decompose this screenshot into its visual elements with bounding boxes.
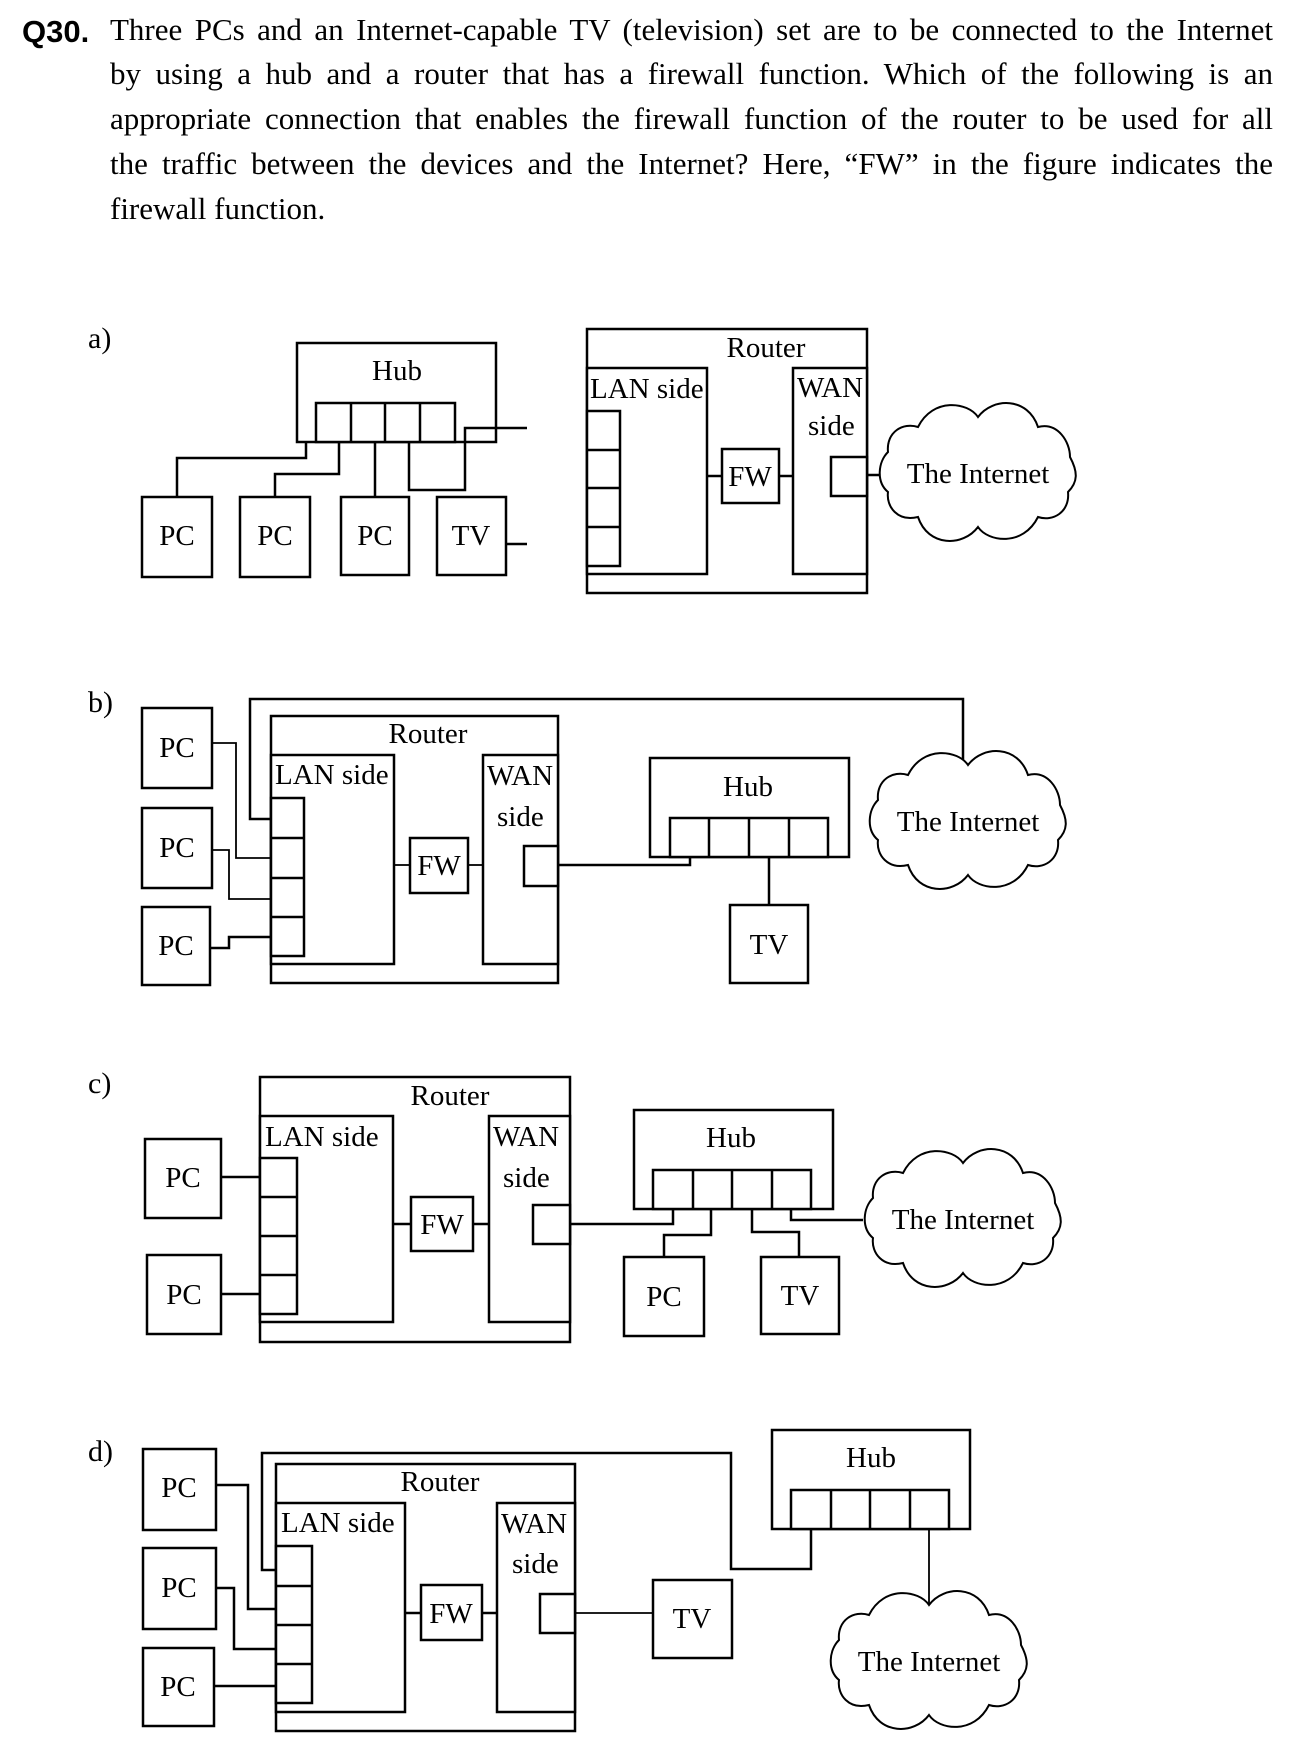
question-number: Q30.: [22, 14, 90, 49]
pc-b-1: PC: [140, 706, 214, 790]
svg-text:Router: Router: [389, 718, 468, 750]
option-c-label: c): [88, 1067, 111, 1100]
hub-c: Hub: [632, 1108, 835, 1211]
svg-text:Router: Router: [411, 1080, 490, 1112]
svg-text:PC: PC: [160, 1671, 195, 1703]
hub-label: Hub: [372, 355, 422, 387]
pc-d-3: PC: [141, 1646, 216, 1728]
router-a: Router LAN side WAN side FW: [585, 327, 869, 595]
internet-cloud-d: The Internet: [829, 1590, 1028, 1730]
svg-text:Router: Router: [401, 1466, 480, 1498]
question-text-line-3: appropriate connection that enables the …: [110, 101, 1273, 136]
tv-a: TV: [435, 495, 508, 577]
option-d-label: d): [88, 1435, 113, 1468]
tv-b: TV: [728, 903, 810, 985]
fw-label: FW: [728, 461, 772, 493]
pc-c-3: PC: [622, 1255, 706, 1338]
svg-text:TV: TV: [781, 1280, 820, 1312]
svg-text:FW: FW: [420, 1209, 464, 1241]
router-d: Router LAN side WAN side FW: [274, 1462, 577, 1733]
option-a-label: a): [88, 322, 111, 355]
svg-text:side: side: [512, 1548, 559, 1580]
svg-text:Router: Router: [727, 332, 806, 364]
svg-text:PC: PC: [159, 832, 194, 864]
svg-text:FW: FW: [429, 1598, 473, 1630]
question-text-line-1: Three PCs and an Internet-capable TV (te…: [110, 12, 1273, 47]
pc-b-2: PC: [140, 806, 214, 890]
pc-a-1: PC: [140, 495, 214, 579]
svg-text:TV: TV: [673, 1603, 712, 1635]
hub-a: Hub: [295, 341, 498, 444]
svg-text:PC: PC: [357, 520, 392, 552]
option-b[interactable]: b) PC PC PC Router LAN side WAN side FW: [88, 686, 1067, 987]
svg-text:The Internet: The Internet: [858, 1646, 1001, 1678]
svg-text:PC: PC: [158, 930, 193, 962]
question-text-line-4: the traffic between the devices and the …: [110, 146, 1273, 181]
router-b: Router LAN side WAN side FW: [269, 714, 560, 985]
svg-text:The Internet: The Internet: [892, 1204, 1035, 1236]
pc-d-2: PC: [141, 1546, 218, 1631]
svg-text:PC: PC: [161, 1572, 196, 1604]
svg-text:FW: FW: [417, 850, 461, 882]
option-c[interactable]: c) PC PC Router LAN side WAN side FW Hub: [88, 1067, 1062, 1344]
svg-text:WAN: WAN: [501, 1508, 567, 1540]
hub-d: Hub: [770, 1428, 972, 1531]
svg-text:Hub: Hub: [723, 771, 773, 803]
svg-text:WAN: WAN: [493, 1121, 559, 1153]
tv-c: TV: [759, 1255, 841, 1336]
question-text-line-2: by using a hub and a router that has a f…: [110, 56, 1273, 91]
option-a[interactable]: a) Hub PC PC PC TV Router LAN side: [88, 322, 1077, 595]
option-d[interactable]: d) PC PC PC Router LAN side WAN side FW: [88, 1428, 1028, 1733]
svg-text:The Internet: The Internet: [897, 806, 1040, 838]
question-text-line-5: firewall function.: [110, 191, 326, 226]
svg-text:PC: PC: [646, 1281, 681, 1313]
internet-cloud-c: The Internet: [863, 1148, 1062, 1288]
pc-b-3: PC: [140, 905, 212, 987]
internet-cloud-a: The Internet: [878, 402, 1077, 542]
option-b-label: b): [88, 686, 113, 719]
svg-text:WAN: WAN: [797, 372, 863, 404]
router-c: Router LAN side WAN side FW: [258, 1075, 572, 1344]
pc-c-1: PC: [143, 1137, 223, 1220]
svg-text:WAN: WAN: [487, 760, 553, 792]
pc-c-2: PC: [145, 1253, 223, 1336]
tv-d: TV: [651, 1578, 734, 1660]
svg-text:The Internet: The Internet: [907, 458, 1050, 490]
svg-text:PC: PC: [166, 1279, 201, 1311]
svg-text:side: side: [503, 1162, 550, 1194]
svg-text:PC: PC: [159, 732, 194, 764]
pc-a-2: PC: [238, 495, 312, 579]
svg-text:TV: TV: [750, 929, 789, 961]
svg-text:PC: PC: [165, 1162, 200, 1194]
svg-text:TV: TV: [452, 520, 491, 552]
svg-text:Hub: Hub: [846, 1442, 896, 1474]
svg-text:Hub: Hub: [706, 1122, 756, 1154]
pc-a-3: PC: [339, 495, 411, 577]
svg-text:LAN side: LAN side: [265, 1121, 379, 1153]
svg-text:LAN side: LAN side: [590, 373, 704, 405]
svg-text:PC: PC: [257, 520, 292, 552]
internet-cloud-b: The Internet: [868, 750, 1067, 890]
hub-b: Hub: [648, 756, 851, 859]
svg-text:side: side: [808, 410, 855, 442]
svg-text:PC: PC: [159, 520, 194, 552]
svg-text:PC: PC: [161, 1472, 196, 1504]
svg-text:LAN side: LAN side: [281, 1507, 395, 1539]
pc-d-1: PC: [141, 1447, 218, 1532]
svg-text:LAN side: LAN side: [275, 759, 389, 791]
svg-text:side: side: [497, 801, 544, 833]
